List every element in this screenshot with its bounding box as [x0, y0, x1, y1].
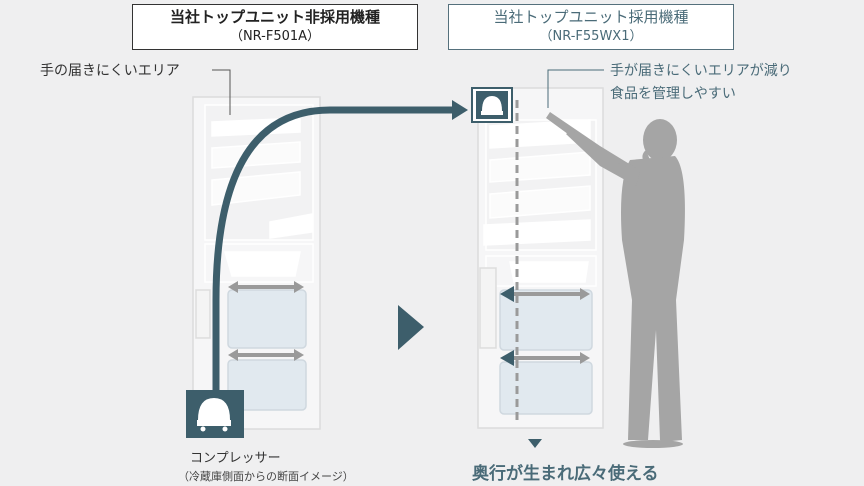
adopted-model-box: 当社トップユニット採用機種 （NR-F55WX1） — [448, 4, 734, 50]
relocation-arrow-head — [452, 100, 468, 120]
bottom-marker — [528, 439, 542, 448]
relocation-arrow — [212, 106, 455, 392]
non-adopted-model-box: 当社トップユニット非採用機種 （NR-F501A） — [132, 4, 418, 50]
left-fridge — [192, 96, 321, 430]
adopted-title: 当社トップユニット採用機種 — [493, 8, 689, 26]
compressor-note: （冷蔵庫側面からの断面イメージ） — [178, 470, 354, 483]
easier-access-line1: 手が届きにくいエリアが減り — [610, 63, 792, 79]
right-depth-extension-2 — [500, 350, 514, 366]
compressor-label: コンプレッサー — [190, 451, 281, 466]
adopted-model: （NR-F55WX1） — [539, 29, 643, 44]
person-silhouette — [546, 112, 685, 448]
right-callout-leader — [547, 69, 604, 108]
hard-to-reach-label: 手の届きにくいエリア — [40, 63, 180, 79]
non-adopted-model: （NR-F501A） — [229, 29, 321, 44]
right-compressor-icon — [471, 87, 513, 123]
left-callout-leader — [212, 69, 231, 115]
non-adopted-title: 当社トップユニット非採用機種 — [169, 8, 380, 26]
bottom-message: 奥行が生まれ広々使える — [472, 464, 659, 484]
left-compressor-icon — [186, 390, 244, 438]
easier-access-label: 手が届きにくいエリアが減り 食品を管理しやすい — [610, 60, 792, 106]
transition-arrow — [398, 305, 424, 350]
easier-access-line2: 食品を管理しやすい — [610, 86, 736, 102]
right-depth-extension-1 — [500, 286, 514, 302]
